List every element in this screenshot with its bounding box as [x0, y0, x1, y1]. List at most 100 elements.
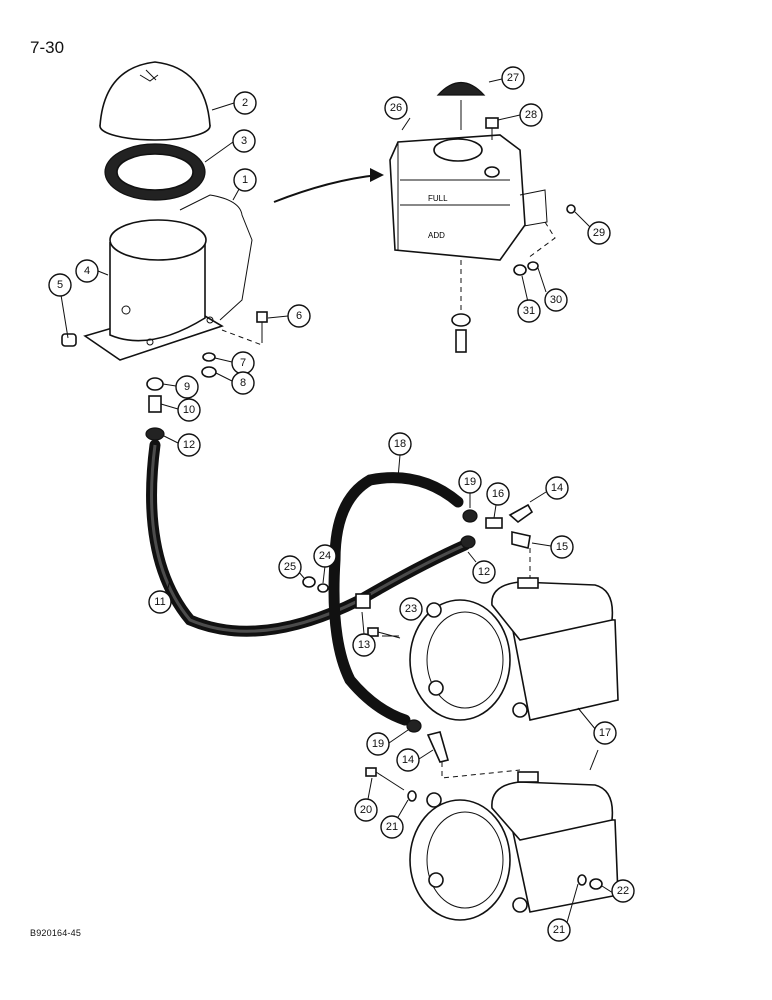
clip-nut [302, 576, 316, 588]
callout-9: 9 [175, 375, 199, 399]
callout-21-left: 21 [380, 815, 404, 839]
elbow-fitting [508, 503, 534, 524]
tank-outlet-fitting [455, 329, 467, 353]
lock-washer [202, 352, 216, 362]
fill-tank: FULL ADD [389, 134, 548, 261]
clip-washer [317, 583, 329, 593]
callout-13: 13 [352, 633, 376, 657]
callout-16: 16 [486, 482, 510, 506]
outlet-nut [146, 377, 164, 391]
callout-15: 15 [550, 535, 574, 559]
drain-plug [61, 333, 77, 347]
callout-17: 17 [593, 721, 617, 745]
svg-text:31: 31 [523, 305, 535, 317]
svg-text:12: 12 [183, 439, 195, 451]
svg-text:24: 24 [319, 550, 331, 562]
svg-text:18: 18 [394, 438, 406, 450]
svg-text:23: 23 [405, 603, 417, 615]
svg-text:13: 13 [358, 639, 370, 651]
callout-14-lower: 14 [396, 748, 420, 772]
callout-1: 1 [233, 168, 257, 192]
callout-23: 23 [399, 597, 423, 621]
callout-19-upper: 19 [458, 470, 482, 494]
callout-7: 7 [231, 351, 255, 375]
reservoir-cap [99, 61, 211, 141]
svg-text:17: 17 [599, 727, 611, 739]
svg-text:28: 28 [525, 109, 537, 121]
callout-5: 5 [48, 273, 72, 297]
lock-nut [589, 878, 603, 890]
callout-24: 24 [313, 544, 337, 568]
tank-full-label: FULL [428, 194, 448, 203]
svg-text:12: 12 [478, 566, 490, 578]
svg-text:14: 14 [551, 482, 563, 494]
svg-text:20: 20 [360, 804, 372, 816]
callout-4: 4 [75, 259, 99, 283]
svg-text:19: 19 [372, 738, 384, 750]
svg-text:6: 6 [296, 310, 302, 322]
callout-26: 26 [384, 96, 408, 120]
tank-bolt [485, 117, 499, 140]
callout-19-lower: 19 [366, 732, 390, 756]
svg-text:14: 14 [402, 754, 414, 766]
svg-text:7: 7 [240, 357, 246, 369]
callout-8: 8 [231, 371, 255, 395]
svg-text:2: 2 [242, 97, 248, 109]
lower-clamp [460, 535, 476, 549]
svg-text:25: 25 [284, 561, 296, 573]
callout-22: 22 [611, 879, 635, 903]
mounting-bolt-long [365, 767, 405, 791]
callout-3: 3 [232, 129, 256, 153]
svg-text:21: 21 [386, 821, 398, 833]
tee-fitting [511, 531, 531, 549]
callout-6: 6 [287, 304, 311, 328]
callout-27: 27 [501, 66, 525, 90]
svg-text:26: 26 [390, 102, 402, 114]
callout-2: 2 [233, 91, 257, 115]
svg-text:21: 21 [553, 924, 565, 936]
callout-25: 25 [278, 555, 302, 579]
hose-fitting [148, 395, 162, 413]
hex-nut [201, 366, 217, 378]
callout-28: 28 [519, 103, 543, 127]
callout-29: 29 [587, 221, 611, 245]
svg-text:5: 5 [57, 279, 63, 291]
tank-nut [513, 264, 527, 276]
svg-text:29: 29 [593, 227, 605, 239]
flat-washer-b [577, 874, 587, 886]
callout-18: 18 [388, 432, 412, 456]
svg-text:15: 15 [556, 541, 568, 553]
svg-text:1: 1 [242, 174, 248, 186]
svg-text:22: 22 [617, 885, 629, 897]
adapter-fitting [485, 517, 503, 529]
hose-clip [355, 593, 371, 609]
retaining-bail [179, 194, 253, 321]
direction-arrow [273, 174, 379, 203]
mount-bolt [256, 311, 268, 338]
svg-text:16: 16 [492, 488, 504, 500]
svg-text:8: 8 [240, 377, 246, 389]
callout-21-right: 21 [547, 918, 571, 942]
svg-text:3: 3 [241, 135, 247, 147]
hose-clamp [145, 427, 165, 441]
svg-text:27: 27 [507, 72, 519, 84]
tank-breather-cap [436, 81, 486, 130]
reservoir-canister [83, 219, 224, 361]
page-number: 7-30 [30, 38, 65, 57]
lower-elbow-fitting [426, 731, 449, 763]
callout-12-upper: 12 [177, 433, 201, 457]
callout-30: 30 [544, 288, 568, 312]
svg-text:11: 11 [154, 596, 165, 608]
svg-text:9: 9 [184, 381, 190, 393]
cap-seal [104, 143, 206, 201]
lower-hose-clamp [406, 719, 422, 733]
tank-add-label: ADD [428, 231, 445, 240]
svg-text:19: 19 [464, 476, 476, 488]
supply-hose [146, 439, 471, 637]
callout-10: 10 [177, 398, 201, 422]
tank-outlet-seal [451, 313, 471, 327]
callout-31: 31 [517, 299, 541, 323]
figure-code: B920164-45 [30, 928, 82, 938]
upper-clamp [462, 509, 478, 523]
